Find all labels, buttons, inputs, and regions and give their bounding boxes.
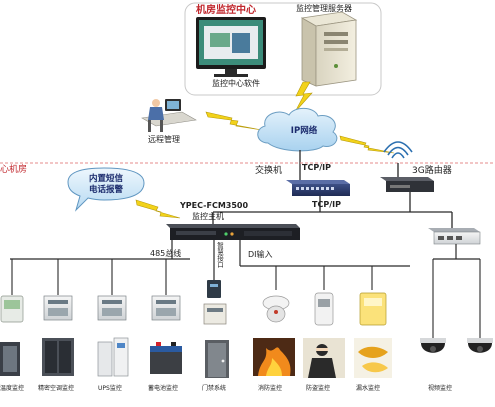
door-icon bbox=[205, 340, 229, 378]
video-encoder-icon bbox=[428, 228, 481, 245]
precision-ac-icon bbox=[42, 338, 74, 376]
fire-scene-icon bbox=[253, 338, 295, 376]
device-label-video: 视频监控 bbox=[428, 385, 453, 392]
motion-detector-icon bbox=[314, 292, 334, 326]
battery-unit-icon bbox=[150, 342, 182, 374]
router-3g-icon bbox=[380, 163, 434, 192]
dome-camera-icon bbox=[420, 338, 446, 353]
router-label: 3G路由器 bbox=[412, 166, 452, 176]
rs485-label: 485总线 bbox=[150, 249, 182, 258]
ups-unit-icon bbox=[97, 337, 129, 377]
access-card-reader-icon bbox=[203, 280, 227, 325]
remote-operator-icon bbox=[141, 99, 197, 132]
temperature-display-icon bbox=[0, 342, 20, 376]
center-title: 机房监控中心 bbox=[196, 5, 256, 16]
switch-label: 交换机 bbox=[255, 166, 283, 176]
device-label-burglar: 防盗监控 bbox=[306, 385, 331, 392]
di-input-label: DI输入 bbox=[248, 250, 273, 259]
device-label-leak: 漏水监控 bbox=[356, 385, 381, 392]
ups-controller-icon bbox=[97, 295, 127, 321]
leak-detector-icon bbox=[359, 292, 387, 326]
device-label-battery: 蓄电池监控 bbox=[148, 385, 179, 392]
host-model: YPEC-FCM3500 bbox=[180, 201, 249, 210]
sms-line-1: 内置短信 bbox=[88, 174, 123, 184]
host-label: 监控主机 bbox=[192, 212, 224, 221]
sms-alarm-bubble bbox=[67, 167, 145, 212]
device-label-precision-ac: 精密空调监控 bbox=[38, 385, 75, 392]
ip-network-cloud bbox=[257, 107, 338, 152]
server-icon bbox=[300, 11, 358, 87]
sms-line-2: 电话报警 bbox=[88, 184, 123, 195]
tcpip-bottom-label: TCP/IP bbox=[312, 200, 341, 209]
tcpip-top-label: TCP/IP bbox=[302, 163, 331, 172]
smart-port-label: 智慧接口 bbox=[215, 242, 224, 268]
lightning-icon bbox=[339, 135, 395, 154]
switch-icon bbox=[286, 180, 350, 196]
leak-scene-icon bbox=[354, 338, 392, 378]
smoke-detector-icon bbox=[262, 295, 290, 323]
burglar-scene-icon bbox=[303, 338, 345, 378]
lightning-icon bbox=[294, 81, 313, 113]
device-label-ups: UPS监控 bbox=[98, 385, 122, 392]
lightning-icon bbox=[205, 111, 263, 131]
ac-controller-icon bbox=[43, 295, 73, 321]
dome-camera-icon bbox=[467, 338, 493, 353]
software-label: 监控中心软件 bbox=[212, 79, 260, 88]
sms-alarm-label: 内置短信 电话报警 bbox=[76, 174, 136, 195]
battery-controller-icon bbox=[151, 295, 181, 321]
device-label-fire: 消防监控 bbox=[258, 385, 283, 392]
section-label: 心机房 bbox=[0, 165, 28, 175]
monitor-icon bbox=[196, 17, 266, 77]
device-label-access: 门禁系统 bbox=[202, 385, 227, 392]
monitoring-host-icon bbox=[166, 224, 300, 240]
device-label-temperature: 温度监控 bbox=[0, 385, 25, 392]
server-label: 监控管理服务器 bbox=[296, 4, 352, 13]
lightning-icon bbox=[135, 199, 181, 219]
wifi-signal-icon bbox=[383, 141, 413, 159]
ip-network-label: IP网络 bbox=[290, 126, 318, 136]
remote-label: 远程管理 bbox=[148, 135, 180, 144]
temperature-sensor-icon bbox=[0, 295, 24, 323]
